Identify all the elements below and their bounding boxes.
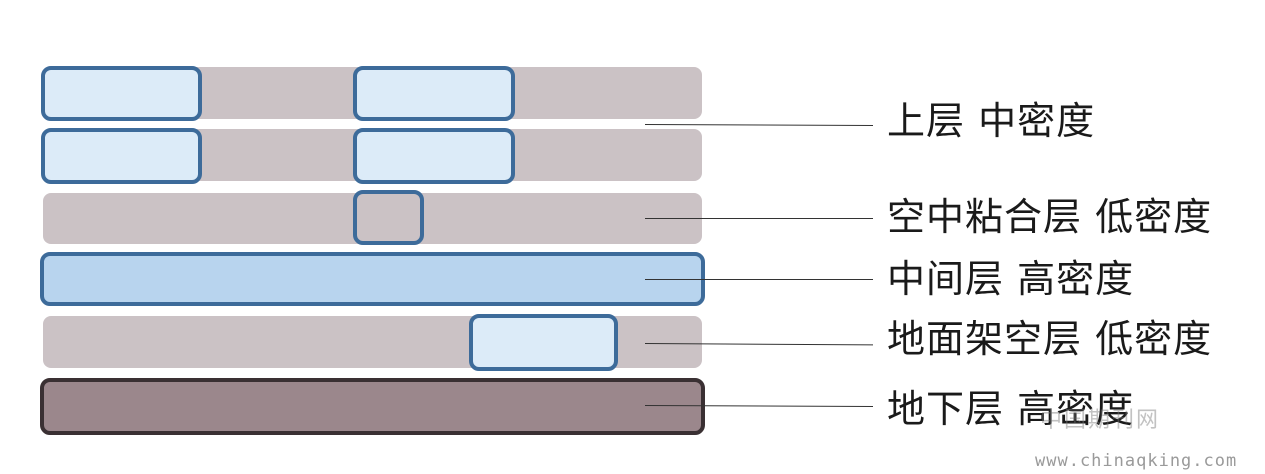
- leader-line-upper: [644, 124, 873, 126]
- upper-block: [353, 128, 515, 184]
- watermark-site-name: 中国期刊网: [1040, 408, 1161, 433]
- leader-line-sky: [645, 218, 873, 219]
- label-ground: 地面架空层 低密度: [887, 317, 1213, 361]
- label-sky: 空中粘合层 低密度: [887, 195, 1213, 239]
- underground-band: [40, 378, 705, 435]
- middle-band: [40, 252, 705, 306]
- label-upper: 上层 中密度: [887, 99, 1096, 143]
- sky-band: [43, 193, 702, 244]
- upper-block: [41, 66, 202, 121]
- ground-block: [469, 314, 618, 371]
- upper-block: [353, 66, 515, 121]
- leader-line-middle: [645, 279, 873, 280]
- upper-block: [41, 128, 202, 184]
- label-underground: 地下层 高密度: [887, 387, 1135, 431]
- watermark-url: www.chinaqking.com: [1035, 451, 1238, 471]
- label-middle: 中间层 高密度: [887, 257, 1135, 301]
- sky-connector-block: [353, 190, 424, 245]
